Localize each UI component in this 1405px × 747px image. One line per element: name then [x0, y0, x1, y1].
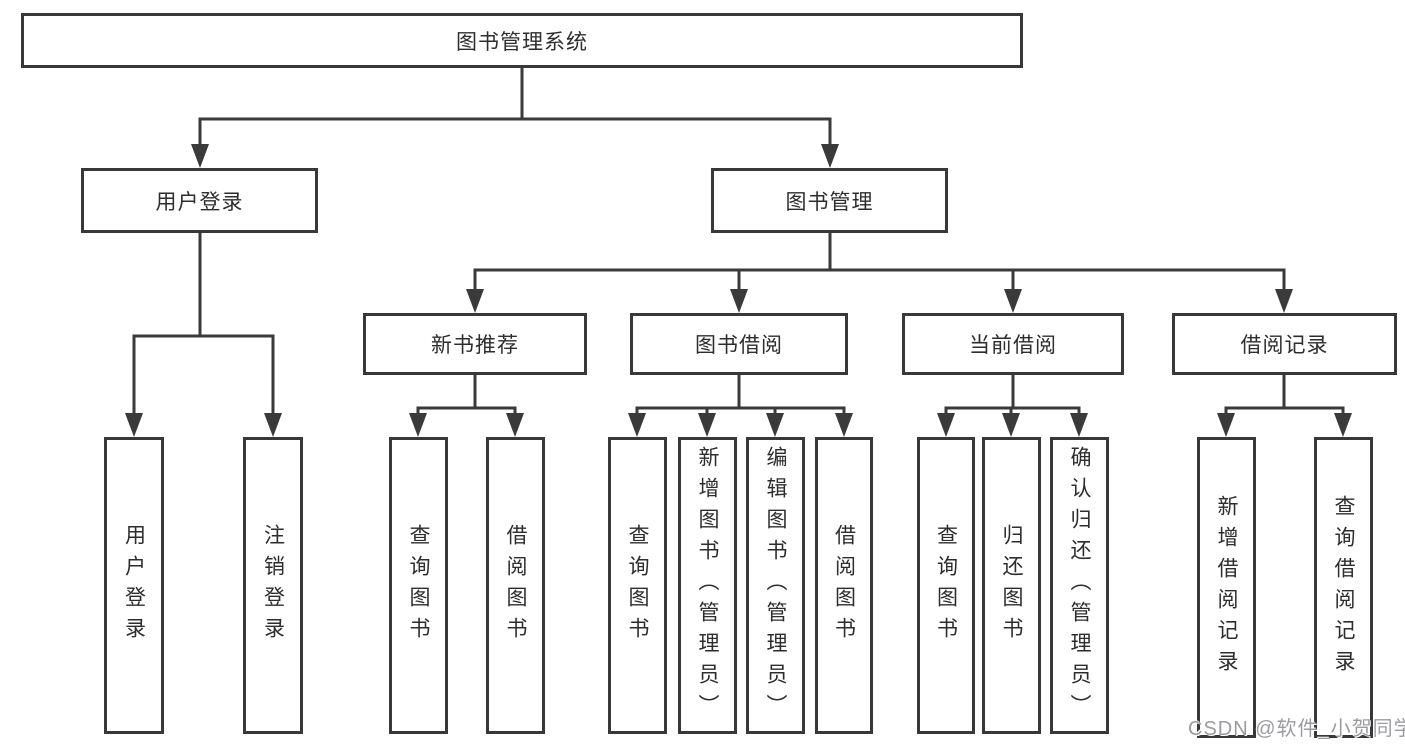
node-root-system: 图书管理系统	[21, 13, 1023, 68]
connector-newbook-to-leaves	[416, 375, 517, 415]
leaf-confirm-return-admin: 确认归还（管理员）	[1050, 437, 1109, 734]
leaf-query-book-2: 查询图书	[608, 437, 667, 734]
node-user-login: 用户登录	[81, 168, 318, 233]
node-borrow-record: 借阅记录	[1172, 313, 1397, 375]
leaf-add-book-admin: 新增图书（管理员）	[678, 437, 737, 734]
leaf-return-book: 归还图书	[982, 437, 1041, 734]
connector-borrowrecord-to-leaves	[1224, 375, 1345, 415]
leaf-user-login: 用户登录	[104, 437, 164, 734]
connector-bookborrow-to-leaves	[635, 375, 846, 415]
arrowhead-icons	[125, 144, 1352, 437]
node-book-borrow: 图书借阅	[630, 313, 848, 375]
leaf-borrow-book-1: 借阅图书	[486, 437, 545, 734]
leaf-edit-book-admin: 编辑图书（管理员）	[746, 437, 805, 734]
connector-currentborrow-to-leaves	[944, 375, 1081, 415]
connector-root-to-level2	[198, 68, 832, 146]
node-book-management: 图书管理	[711, 168, 948, 233]
connector-userlogin-to-leaves	[132, 233, 275, 415]
leaf-borrow-book-2: 借阅图书	[815, 437, 873, 734]
node-current-borrow: 当前借阅	[902, 313, 1124, 375]
connector-bookmgmt-to-level3	[473, 233, 1286, 291]
leaf-query-book-3: 查询图书	[917, 437, 975, 734]
csdn-watermark: CSDN @软件_小贺同学	[1188, 718, 1405, 740]
leaf-logout: 注销登录	[243, 437, 303, 734]
node-new-book-recommend: 新书推荐	[363, 313, 587, 375]
leaf-query-book-1: 查询图书	[389, 437, 448, 734]
leaf-query-borrow-record: 查询借阅记录	[1314, 437, 1373, 738]
leaf-add-borrow-record: 新增借阅记录	[1197, 437, 1256, 738]
